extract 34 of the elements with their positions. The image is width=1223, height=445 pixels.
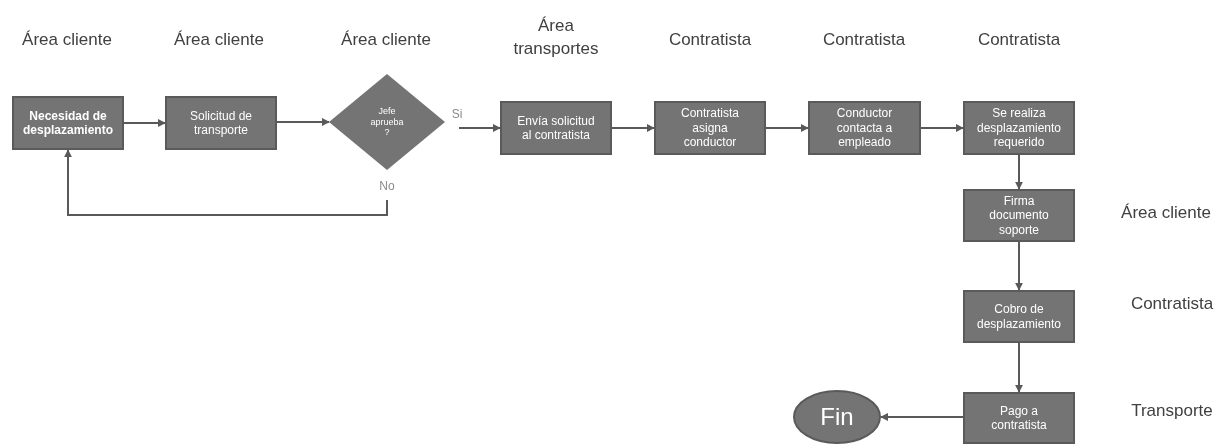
process-box: Necesidad de desplazamiento — [12, 96, 124, 150]
lane-heading: Área cliente — [173, 28, 265, 51]
arrow — [765, 124, 809, 132]
lane-heading: Contratista — [1129, 292, 1215, 315]
lane-heading: Área cliente — [340, 28, 432, 51]
process-box: Pago a contratista — [963, 392, 1075, 444]
end-ellipse: Fin — [793, 390, 881, 444]
lane-heading: Área cliente — [1120, 201, 1212, 224]
process-box: Envía solicitud al contratista — [500, 101, 612, 155]
lane-heading: Contratista — [976, 28, 1062, 51]
arrow — [64, 149, 388, 216]
lane-heading: Contratista — [667, 28, 753, 51]
arrow — [920, 124, 964, 132]
lane-heading: Contratista — [821, 28, 907, 51]
lane-heading: Área transportes — [512, 15, 600, 60]
process-box: Contratista asigna conductor — [654, 101, 766, 155]
process-box: Firma documento soporte — [963, 189, 1075, 242]
lane-heading: Área cliente — [21, 28, 113, 51]
arrow — [1015, 154, 1023, 190]
process-box: Cobro de desplazamiento — [963, 290, 1075, 343]
arrow — [880, 413, 964, 421]
arrow — [1015, 241, 1023, 291]
lane-heading: Transporte — [1130, 399, 1214, 422]
process-box: Se realiza desplazamiento requerido — [963, 101, 1075, 155]
arrow — [458, 124, 501, 132]
process-box: Solicitud de transporte — [165, 96, 277, 150]
arrow — [611, 124, 655, 132]
process-box: Conductor contacta a empleado — [808, 101, 921, 155]
edge-label: No — [377, 179, 397, 193]
arrow — [1015, 342, 1023, 393]
arrow — [276, 118, 330, 126]
arrow — [123, 119, 166, 127]
edge-label: Si — [449, 107, 465, 121]
decision-diamond: Jefe aprueba ? — [329, 74, 445, 170]
